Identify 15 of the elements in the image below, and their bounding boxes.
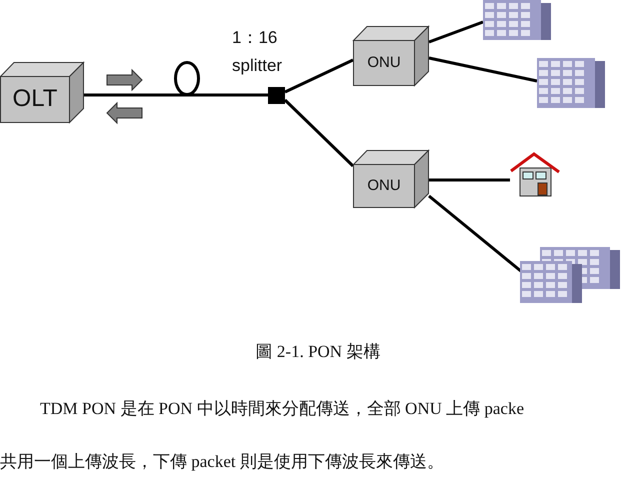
fiber-line xyxy=(428,20,484,44)
fiber-line xyxy=(428,56,538,82)
device-label: ONU xyxy=(366,177,402,195)
body-text: 共用一個上傳波長，下傳 packet 則是使用下傳波長來傳送。 xyxy=(0,451,444,473)
fiber-line xyxy=(84,94,187,96)
splitter-box xyxy=(268,87,285,104)
device-label: ONU xyxy=(366,54,402,72)
fiber-line xyxy=(284,58,354,94)
fiber-line xyxy=(187,94,268,96)
fiber-line xyxy=(429,178,510,182)
device-label: OLT xyxy=(12,85,58,114)
splitter-label: 1：16 splitter xyxy=(232,27,284,77)
figure-caption: 圖 2-1. PON 架構 xyxy=(254,341,382,363)
body-text: TDM PON 是在 PON 中以時間來分配傳送，全部 ONU 上傳 packe xyxy=(40,398,524,420)
fiber-line xyxy=(284,98,354,168)
